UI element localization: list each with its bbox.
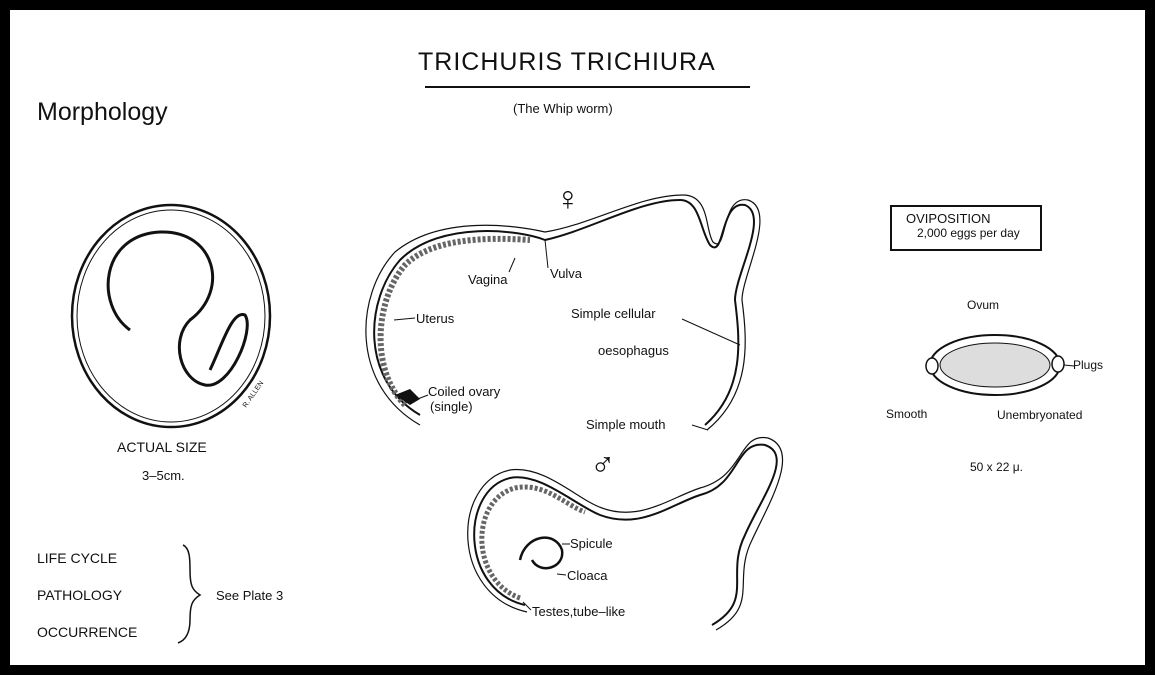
label-unembryonated: Unembryonated [997, 408, 1082, 422]
ovum-illustration [926, 335, 1074, 395]
crossref-item: PATHOLOGY [37, 587, 122, 603]
oviposition-value-text: 2,000 eggs per day [917, 226, 1020, 240]
ovum-title: Ovum [967, 298, 999, 312]
oviposition-title: OVIPOSITION [906, 211, 991, 226]
label-smooth: Smooth [886, 407, 927, 421]
crossref-item: OCCURRENCE [37, 624, 137, 640]
section-heading: Morphology [37, 98, 168, 127]
label-uterus: Uterus [416, 311, 454, 326]
label-single: (single) [430, 399, 473, 414]
subtitle: (The Whip worm) [513, 101, 613, 116]
label-vagina: Vagina [468, 272, 508, 287]
female-symbol-icon: ♀ [555, 180, 581, 219]
crossref-brace [178, 545, 200, 643]
main-title: TRICHURIS TRICHIURA [418, 48, 716, 77]
label-oesophagus: oesophagus [598, 343, 669, 358]
worm-silhouette [108, 232, 247, 385]
label-cloaca: Cloaca [567, 568, 607, 583]
crossref-note: See Plate 3 [216, 588, 283, 603]
signature: R. ALLEN [242, 380, 265, 409]
label-plugs: Plugs [1073, 358, 1103, 372]
label-coiled-ovary: Coiled ovary [428, 384, 500, 399]
label-simple-mouth: Simple mouth [586, 417, 665, 432]
actual-size-label: ACTUAL SIZE [117, 439, 207, 455]
actual-size-illustration: R. ALLEN [72, 205, 270, 427]
label-spicule: Spicule [570, 536, 613, 551]
label-vulva: Vulva [550, 266, 582, 281]
oviposition-value: 2,000 eggs per day [917, 226, 1020, 240]
ovum-size: 50 x 22 μ. [970, 460, 1023, 474]
male-symbol-icon: ♂ [590, 446, 616, 485]
label-testes: Testes,tube–like [532, 604, 625, 619]
crossref-item: LIFE CYCLE [37, 550, 117, 566]
actual-size-value: 3–5cm. [142, 468, 185, 483]
label-simple-cellular: Simple cellular [571, 306, 656, 321]
title-underline [425, 86, 750, 88]
male-worm-illustration [468, 437, 783, 630]
